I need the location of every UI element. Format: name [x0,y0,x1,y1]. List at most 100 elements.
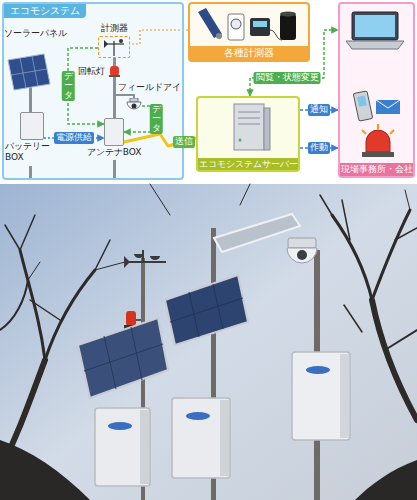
instrument-icons [280,14,296,40]
solar-panel-photo [214,214,300,252]
part-name: ソーラーパネル [4,28,67,38]
edge-label: データ [150,104,163,134]
sensor-symbol [113,41,114,56]
office-box: 現場事務所・会社 [338,2,415,178]
rotating-lamp-symbol [109,66,120,77]
rotating-lamp-symbol [109,75,120,77]
alarm-lamp-icon [366,130,390,152]
tree-branches [342,200,350,240]
server-icon [238,124,260,125]
server-icon [234,104,270,150]
tree-branches [5,225,20,250]
instrument-icons [198,8,296,40]
sensor-symbol [119,39,123,43]
alarm-lamp-icon [362,124,394,157]
camera-node: フィールドアイ [126,98,142,114]
alarm-lamp-icon [362,152,394,157]
tree-branches [240,184,250,205]
part-name: アンテナBOX [87,147,142,158]
antenna-box: アンテナBOX [104,118,124,146]
equipment-box-photo [172,398,230,478]
instrument-icons [280,12,296,17]
alarm-lamp-icon [377,124,379,129]
box-fill [197,97,299,171]
tree-branches [372,300,417,420]
laptop-icon [352,12,398,40]
camera-photo [288,238,316,248]
rotating-lamp [126,311,136,326]
instrument-icons [253,21,267,27]
mobile-icon [353,91,400,121]
camera-lens [132,104,137,109]
anemometer [124,250,166,268]
server-box: エコモシステムサーバー [196,96,300,172]
edge-label: 電源供給 [54,132,94,144]
equipment-box-photo [186,412,210,420]
alarm-lamp-icon [362,130,366,134]
tree-branches [320,195,332,215]
camera-mount [130,98,138,102]
tree-branches [150,184,170,215]
solar-panel-photo [165,275,248,345]
equipment-box-photo [140,410,149,484]
camera-photo [297,250,307,260]
part-name: バッテリー BOX [5,141,55,163]
instrument-icons [250,18,270,36]
instrument-icons [216,33,222,39]
sensor-symbol [104,39,124,56]
instrument-icons [198,8,222,38]
mobile-icon [353,91,373,121]
edge-label: データ [62,71,75,101]
connector [250,30,338,96]
solar-panel-symbol [8,54,50,90]
anemometer [134,254,144,258]
equipment-box-photo [108,422,132,430]
solar-panel-photo [78,214,300,398]
edge-label: 閲覧・状態変更 [254,72,321,84]
instrument-icons [231,19,241,29]
mobile-icon [357,95,367,106]
connector [130,30,188,44]
tree-branches [20,215,35,250]
solar-panel-symbol [11,69,47,75]
battery-box: バッテリー BOX [20,112,44,140]
rotating-lamp [136,319,141,321]
solar-panel-symbol [29,166,32,178]
camera-photo [287,238,317,263]
mobile-icon [376,100,400,108]
solar-panel-photo [78,318,168,398]
tree-branches [30,300,60,320]
laptop-icon [355,15,395,37]
server-icon [234,104,264,150]
tree-branches [395,228,417,240]
equipment-box-photo [340,354,349,438]
sensor-symbol [104,40,108,48]
sensor-box: 計測器 [98,36,130,58]
equipment-box-photo [306,366,330,374]
antenna-pole [113,160,116,178]
box-title: 現場事務所・会社 [340,163,413,176]
camera-dome [127,102,141,109]
box-fill [339,3,414,177]
tree-branches [385,330,417,350]
alarm-lamp-icon [390,130,394,134]
box-title: エコモシステムサーバー [198,158,298,170]
server-icon [264,108,270,150]
part-name: 計測器 [101,23,128,34]
equipment-box-photo [292,352,350,440]
solar-panel-photo [84,344,163,371]
sky [0,184,417,500]
part-name: 回転灯 [78,66,105,76]
laptop-icon [346,12,404,49]
box-title: 各種計測器 [190,46,308,60]
server-icon [238,112,260,113]
rotating-lamp-symbol [110,66,119,76]
edge-label: 作動 [308,142,330,154]
instrument-group: 各種計測器 [188,2,310,62]
tree-branches [405,190,410,210]
tree-branches [28,262,40,280]
mobile-icon [376,100,400,114]
instrument-icons [228,14,244,40]
server-icon [238,118,260,119]
tree-branches [0,280,28,330]
